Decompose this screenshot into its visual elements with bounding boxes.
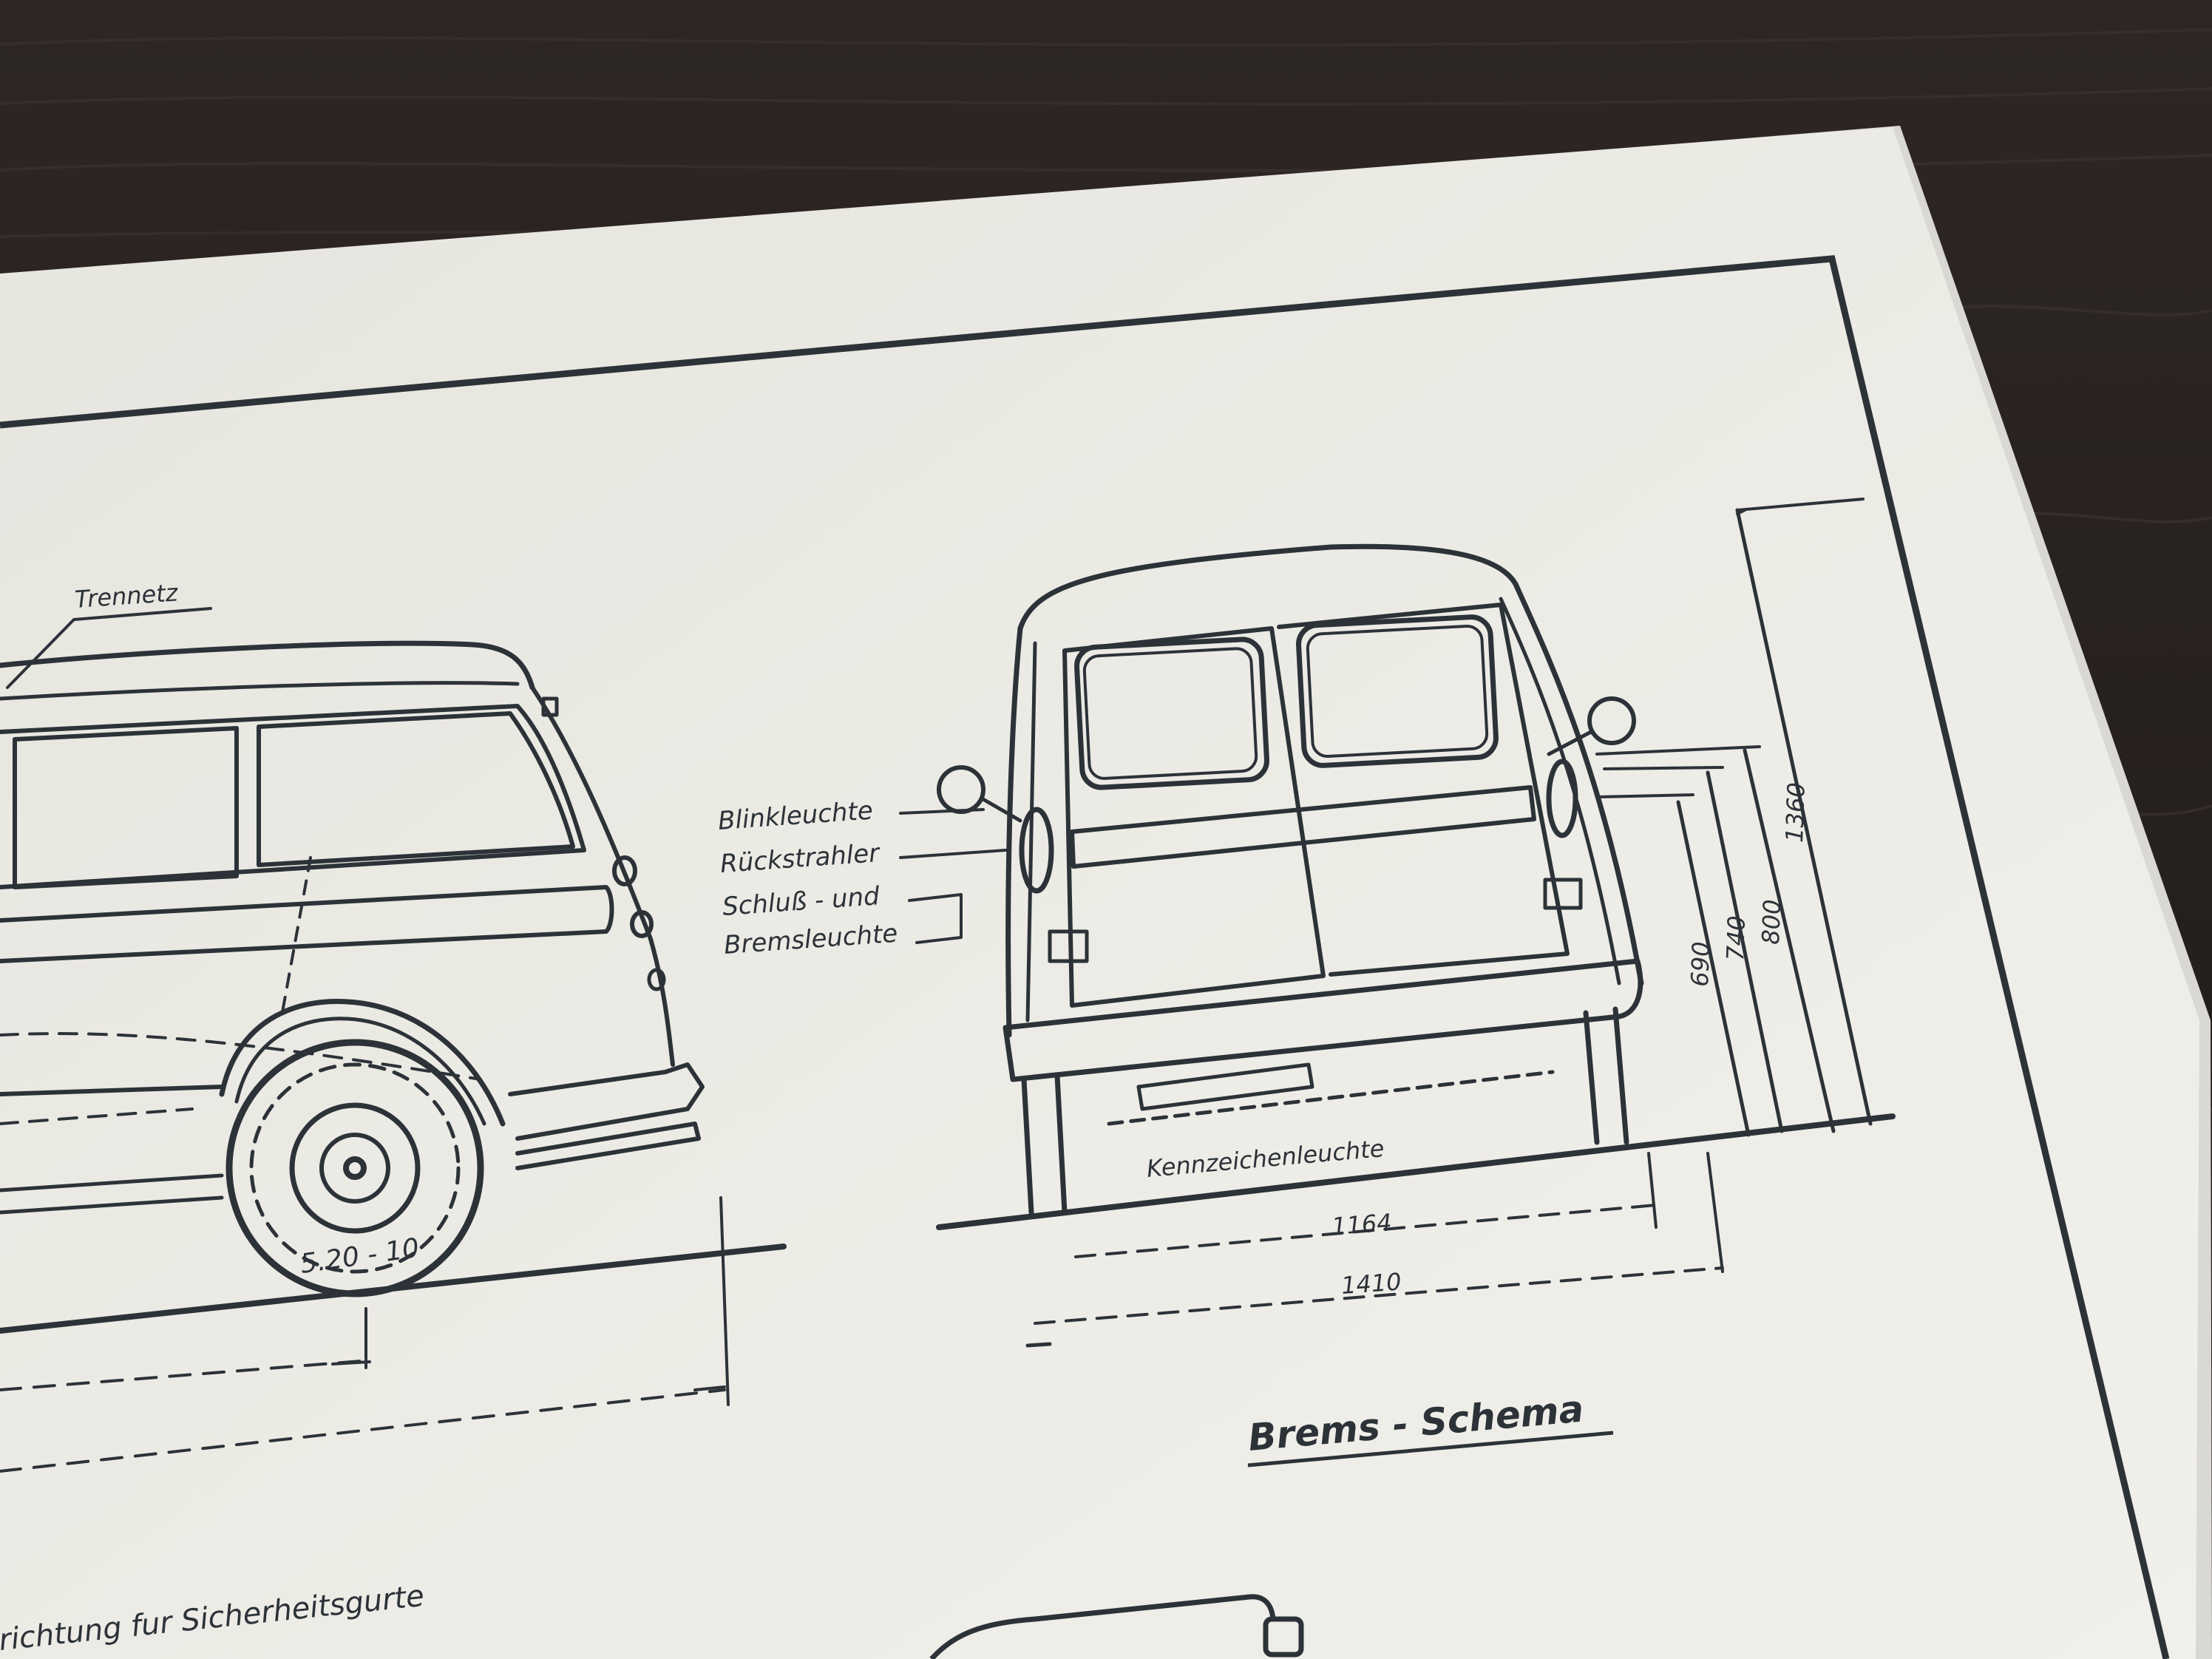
dim-690: 690 (1686, 941, 1715, 987)
drawing-border (0, 255, 2170, 1659)
rear-view-drawing (899, 498, 1896, 1348)
dim-1410: 1410 (1340, 1267, 1402, 1300)
paper-sheet (0, 127, 2199, 1659)
dim-1164: 1164 (1331, 1208, 1393, 1241)
dim-1360: 1360 (1780, 782, 1811, 844)
dim-740: 740 (1721, 915, 1751, 961)
side-view-drawing (0, 607, 787, 1473)
bottom-partial-drawing (929, 1594, 1304, 1659)
dim-800: 800 (1757, 899, 1786, 945)
width-dimension-labels: 1164 1410 (1331, 1208, 1402, 1300)
section-title-underline (1247, 1431, 1614, 1468)
height-dimension-labels: 1360 800 740 690 (1686, 782, 1811, 988)
